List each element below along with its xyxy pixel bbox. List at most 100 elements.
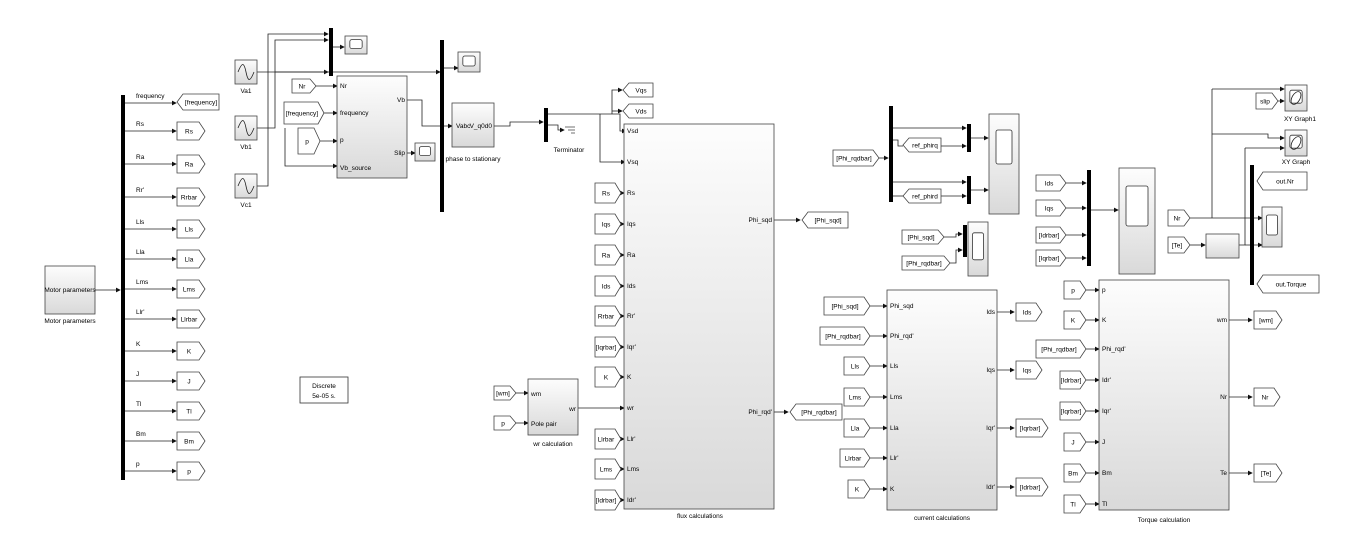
current-from-tag-6[interactable]	[847, 479, 871, 499]
goto-vds[interactable]	[622, 103, 654, 119]
goto-tag-6-label: Lms	[183, 286, 196, 293]
torque-from-tag-7[interactable]	[1063, 494, 1087, 514]
torque-from-tag-0[interactable]	[1063, 280, 1087, 300]
flux-from-tag-6[interactable]	[594, 366, 622, 388]
from-p[interactable]	[297, 127, 321, 155]
current-from-tag-3[interactable]	[843, 387, 871, 407]
from-nr[interactable]	[291, 78, 317, 94]
flux-from-tag-7[interactable]	[594, 428, 622, 450]
wr-calculation-block[interactable]	[527, 378, 579, 436]
current-from-tag-3-label: Lms	[849, 394, 862, 401]
from-current-scope-2[interactable]	[1035, 226, 1067, 244]
flux-from-tag-0[interactable]	[594, 182, 622, 204]
flux-calculations-block[interactable]	[623, 123, 775, 510]
signal-line	[284, 128, 338, 169]
current-goto-tag-2[interactable]	[1015, 418, 1049, 438]
current-goto-tag-1[interactable]	[1015, 360, 1043, 380]
goto-out-torque[interactable]	[1256, 274, 1320, 294]
flux-in-port-11: Lms	[627, 466, 640, 473]
goto-tag-2[interactable]	[176, 154, 206, 174]
gain-block[interactable]	[1205, 233, 1240, 259]
goto-tag-8[interactable]	[176, 341, 206, 361]
flux-from-tag-2[interactable]	[594, 244, 622, 266]
flux-from-tag-5[interactable]	[594, 336, 622, 358]
from-current-scope-0[interactable]	[1035, 174, 1067, 192]
flux-from-tag-4[interactable]	[594, 305, 622, 327]
xy-graph1-icon	[1290, 91, 1302, 105]
goto-tag-5[interactable]	[176, 249, 206, 269]
flux-from-tag-9[interactable]	[594, 489, 622, 511]
flux-from-tag-3[interactable]	[594, 275, 622, 297]
signal-line	[611, 87, 623, 114]
from-phi-sqd-scope[interactable]	[901, 229, 945, 245]
flux-from-tag-1[interactable]	[594, 213, 622, 235]
current-from-tag-4[interactable]	[843, 418, 871, 438]
goto-tag-1[interactable]	[176, 121, 206, 141]
torque-from-tag-3[interactable]	[1059, 370, 1087, 390]
from-nr-out[interactable]	[1167, 209, 1191, 227]
flux-from-tag-8[interactable]	[594, 458, 622, 480]
goto-tag-6[interactable]	[176, 279, 206, 299]
current-goto-tag-3[interactable]	[1015, 477, 1049, 497]
motor-params-bus-label: Rr'	[136, 187, 144, 194]
tag-ref-phird[interactable]	[902, 188, 942, 204]
vb-source-block[interactable]	[336, 75, 408, 179]
vb-source-in-port: frequency	[340, 110, 369, 117]
terminator-block	[565, 126, 575, 134]
tag-ref-phirq[interactable]	[902, 137, 942, 153]
motor-parameters-block[interactable]	[44, 265, 96, 315]
flux-out-phi-sqd: Phi_sqd	[749, 217, 773, 224]
goto-tag-11[interactable]	[176, 431, 206, 451]
from-wm-label: [wm]	[496, 390, 510, 397]
from-frequency[interactable]	[283, 101, 325, 125]
goto-tag-4[interactable]	[176, 219, 206, 239]
current-from-tag-1[interactable]	[819, 326, 871, 346]
goto-phi-sqd[interactable]	[801, 211, 849, 229]
torque-from-tag-5[interactable]	[1063, 432, 1087, 452]
vb-source-out-slip: Slip	[394, 150, 405, 157]
from-te-out[interactable]	[1167, 236, 1191, 254]
current-in-port-5: Llr'	[890, 455, 898, 462]
torque-from-tag-2[interactable]	[1035, 339, 1087, 359]
torque-goto-tag-2[interactable]	[1253, 463, 1283, 483]
goto-tag-11-label: Bm	[184, 438, 194, 445]
torque-from-tag-4[interactable]	[1059, 401, 1087, 421]
signal-line	[257, 31, 329, 187]
torque-goto-tag-0[interactable]	[1253, 310, 1283, 330]
current-goto-tag-0[interactable]	[1015, 302, 1043, 322]
goto-phi-rqdbar[interactable]	[789, 403, 843, 421]
goto-tag-7[interactable]	[176, 309, 206, 329]
torque-in-port-7: Tl	[1102, 501, 1108, 508]
goto-out-nr[interactable]	[1256, 171, 1308, 191]
phase-to-stationary-block[interactable]	[451, 102, 495, 148]
from-p-label: p	[305, 138, 309, 145]
from-p-pole[interactable]	[493, 415, 517, 431]
torque-from-tag-1[interactable]	[1063, 310, 1087, 330]
torque-goto-tag-1[interactable]	[1253, 387, 1281, 407]
goto-tag-frequency[interactable]	[176, 93, 220, 111]
transform-in-port: Vabc	[456, 123, 471, 130]
goto-tag-9[interactable]	[176, 371, 206, 391]
goto-tag-10[interactable]	[176, 401, 206, 421]
from-phi-rqdbar-scope[interactable]	[901, 255, 951, 271]
goto-tag-3[interactable]	[176, 187, 206, 207]
from-current-scope-1[interactable]	[1035, 199, 1067, 217]
torque-from-tag-6[interactable]	[1063, 463, 1087, 483]
goto-tag-2-label: Ra	[185, 161, 194, 168]
current-from-tag-5[interactable]	[839, 448, 871, 468]
from-wm[interactable]	[493, 385, 517, 401]
current-calculations-block[interactable]	[886, 289, 998, 511]
torque-calculation-block[interactable]	[1098, 279, 1230, 511]
current-from-tag-0[interactable]	[823, 296, 871, 316]
goto-tag-12[interactable]	[176, 461, 206, 481]
from-phi-rqdbar-ref[interactable]	[832, 149, 880, 167]
signal-line	[599, 114, 626, 165]
goto-vqs[interactable]	[622, 82, 654, 98]
current-from-tag-2[interactable]	[843, 356, 871, 376]
powergui-block[interactable]	[299, 376, 349, 404]
torque-in-port-5: J	[1102, 439, 1105, 446]
from-slip[interactable]	[1255, 92, 1279, 110]
motor-params-bus-label: Lla	[136, 249, 145, 256]
from-current-scope-3[interactable]	[1035, 249, 1067, 267]
